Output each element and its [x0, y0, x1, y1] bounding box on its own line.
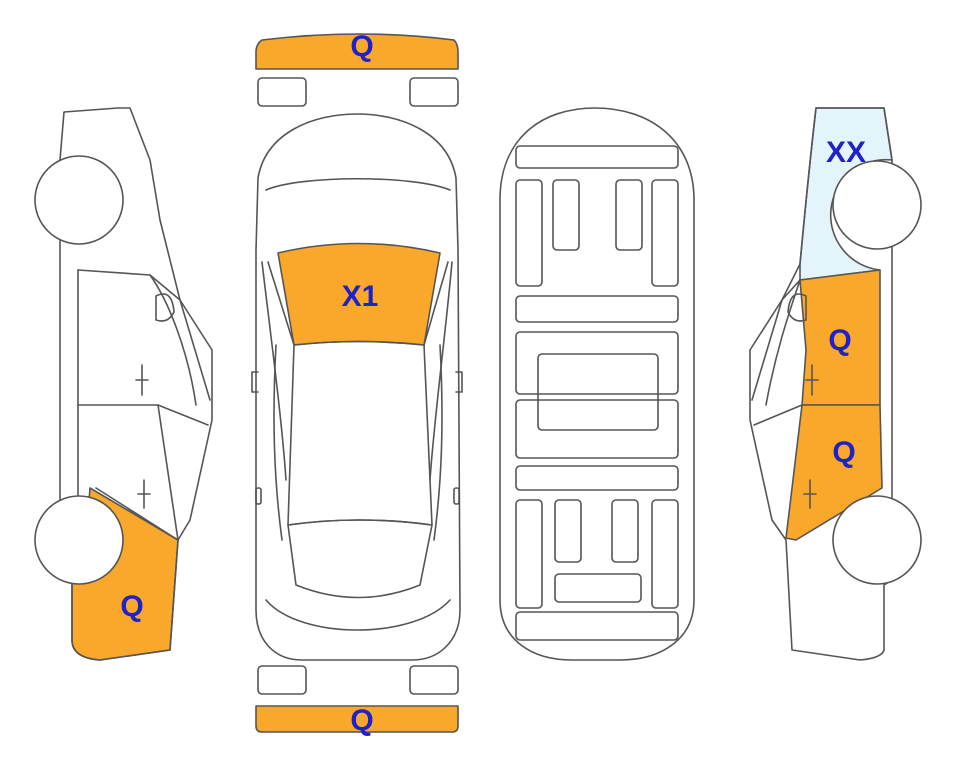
right-mirror[interactable] — [455, 371, 463, 393]
right-front-door-label: Q — [828, 324, 851, 357]
rear-window[interactable] — [287, 519, 433, 599]
underbody-outline[interactable] — [499, 107, 695, 661]
front-right-light[interactable] — [409, 77, 459, 107]
front-bumper-label: Q — [350, 30, 373, 63]
car-underbody-view — [499, 107, 695, 661]
right-side-body[interactable] — [749, 107, 893, 661]
right-rear-wheel[interactable] — [832, 495, 922, 585]
car-top-view — [251, 113, 463, 661]
rear-bumper-label: Q — [350, 704, 373, 737]
rear-left-light[interactable] — [257, 665, 307, 695]
right-front-fender-label: XX — [826, 136, 866, 169]
roof[interactable] — [287, 340, 433, 526]
rear-bumper-group — [255, 665, 459, 733]
left-front-wheel[interactable] — [34, 155, 124, 245]
front-bumper-group — [255, 33, 459, 107]
left-mirror[interactable] — [251, 371, 259, 393]
rear-bumper[interactable] — [255, 705, 459, 733]
left-rear-quarter-label: Q — [120, 590, 143, 623]
right-rear-door-label: Q — [832, 436, 855, 469]
front-left-light[interactable] — [257, 77, 307, 107]
front-bumper[interactable] — [255, 33, 459, 70]
windshield-label: X1 — [342, 280, 379, 313]
right-front-wheel[interactable] — [832, 160, 922, 250]
left-side-body[interactable] — [59, 107, 213, 661]
rear-right-light[interactable] — [409, 665, 459, 695]
left-rear-wheel[interactable] — [34, 495, 124, 585]
car-right-side-view — [749, 107, 922, 661]
car-left-side-view — [34, 107, 213, 661]
top-view-body[interactable] — [255, 113, 461, 661]
